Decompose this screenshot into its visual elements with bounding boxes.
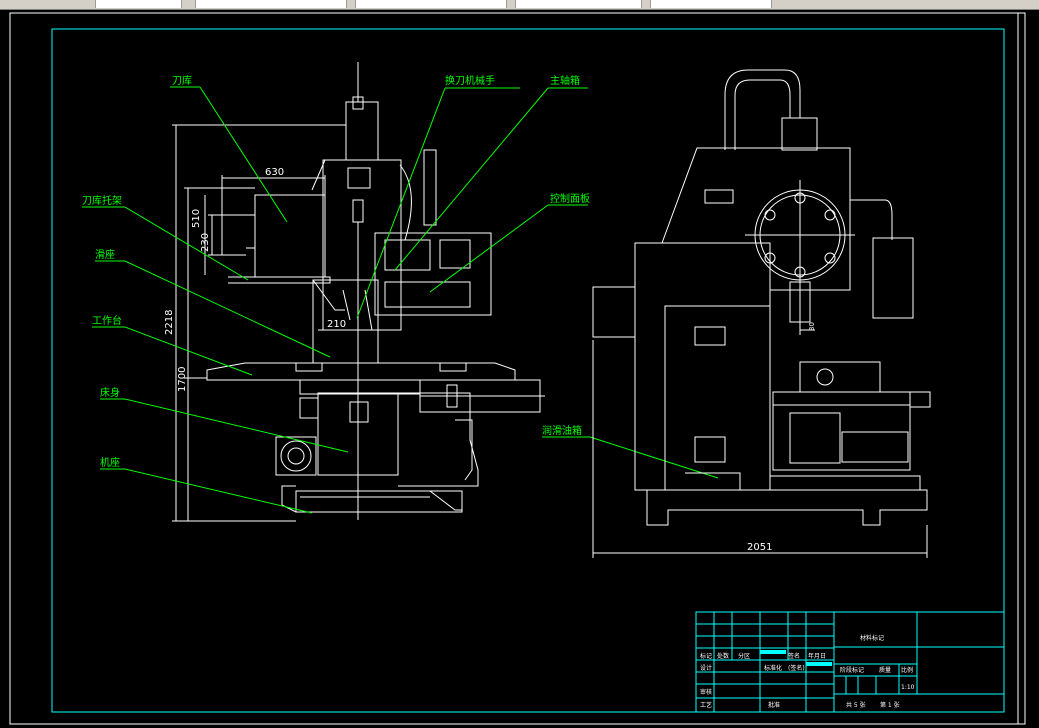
tb-design: 设计 bbox=[700, 664, 712, 672]
tb-stage-mark: 阶段标记 bbox=[840, 666, 864, 674]
application-toolbar-strip bbox=[0, 0, 1039, 10]
toolbar-combo-3[interactable] bbox=[355, 0, 507, 8]
dim-30: 30 bbox=[808, 322, 816, 331]
side-view-dimensions bbox=[172, 124, 372, 522]
toolbar-combo-1[interactable] bbox=[95, 0, 182, 8]
tb-ratio: 比例 bbox=[901, 666, 913, 674]
label-spindle-box: 主轴箱 bbox=[550, 74, 580, 87]
tb-material-mark: 材料标记 bbox=[860, 634, 884, 642]
label-bed: 床身 bbox=[100, 386, 120, 399]
tb-sheet-no: 第 1 张 bbox=[880, 701, 900, 709]
label-control-panel: 控制面板 bbox=[550, 192, 590, 205]
side-view-machine bbox=[206, 62, 545, 520]
tb-date: 年月日 bbox=[808, 652, 826, 660]
label-tool-magazine: 刀库 bbox=[172, 74, 192, 87]
toolbar-combo-2[interactable] bbox=[195, 0, 347, 8]
label-tool-changer: 换刀机械手 bbox=[445, 74, 495, 87]
dim-510: 510 bbox=[191, 209, 202, 228]
outer-sheet-border bbox=[9, 12, 1026, 725]
tb-scale: 1:10 bbox=[901, 684, 915, 691]
tb-review: 审核 bbox=[700, 688, 712, 696]
dim-630: 630 bbox=[265, 167, 284, 178]
leader-lines bbox=[82, 86, 719, 514]
label-base: 机座 bbox=[100, 456, 120, 469]
label-lube-tank: 润滑油箱 bbox=[542, 424, 582, 437]
tb-process: 工艺 bbox=[700, 701, 712, 709]
dim-2218: 2218 bbox=[164, 310, 175, 335]
toolbar-combo-4[interactable] bbox=[515, 0, 642, 8]
drawing-frame bbox=[51, 28, 1005, 713]
label-worktable: 工作台 bbox=[92, 314, 122, 327]
front-view-dimensions bbox=[592, 329, 928, 558]
front-view-machine bbox=[592, 69, 931, 526]
tb-signature: 签名 bbox=[788, 652, 800, 660]
title-block bbox=[695, 611, 1005, 713]
dim-210: 210 bbox=[327, 319, 346, 330]
toolbar-combo-5[interactable] bbox=[650, 0, 772, 8]
tb-zone: 分区 bbox=[738, 652, 750, 660]
label-tool-magazine-bracket: 刀库托架 bbox=[82, 194, 122, 207]
tb-approve: 批准 bbox=[768, 701, 780, 709]
dim-230: 230 bbox=[200, 233, 211, 252]
tb-mark: 标记 bbox=[700, 652, 712, 660]
tb-standardize: 标准化 bbox=[764, 664, 782, 672]
cad-drawing-canvas[interactable]: 630 510 230 210 2218 1700 刀库 刀库托架 滑座 工作台… bbox=[0, 9, 1039, 728]
tb-total-sheets: 共 5 张 bbox=[846, 701, 866, 709]
tb-sign: (签名) bbox=[788, 664, 805, 672]
tb-count: 处数 bbox=[717, 652, 729, 660]
dim-1700: 1700 bbox=[177, 367, 188, 392]
tb-weight: 质量 bbox=[879, 666, 891, 674]
label-slide-seat: 滑座 bbox=[95, 248, 115, 261]
dim-2051: 2051 bbox=[747, 542, 772, 553]
